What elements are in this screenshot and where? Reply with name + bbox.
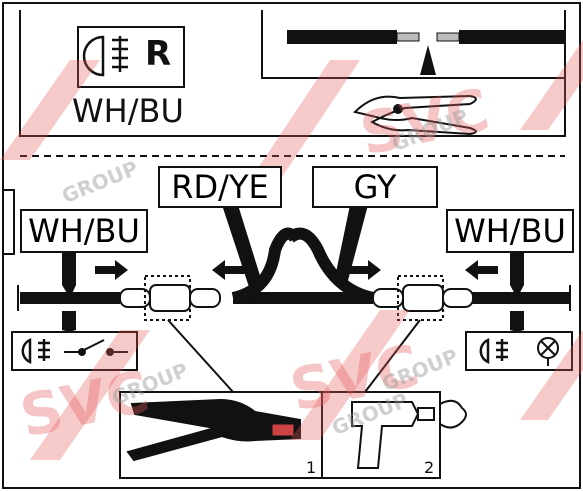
headlight-icon (82, 35, 128, 77)
lamp-symbol-box (465, 331, 573, 371)
tool-step-1: 1 (306, 458, 317, 477)
connector-left (119, 275, 221, 321)
top-symbol-letter: R (145, 34, 172, 74)
wire-cutter-icon (353, 94, 477, 136)
wire-label-left: WH/BU (20, 209, 148, 253)
lamp-icon (537, 337, 559, 366)
branch-label-left: RD/YE (158, 166, 282, 208)
push-arrows (95, 260, 498, 280)
headlight-symbol-box (77, 26, 185, 88)
wire-label-right: WH/BU (446, 209, 574, 253)
connector-right (372, 275, 474, 321)
branch-wires (231, 227, 375, 304)
cut-wire (287, 30, 565, 75)
main-wire (17, 250, 571, 332)
switch-symbol-box (11, 331, 138, 371)
heat-gun-icon (351, 399, 467, 469)
tools-box (119, 391, 467, 479)
top-panel (19, 10, 566, 137)
crimping-tool-icon (126, 398, 301, 462)
top-panel-label: WH/BU (72, 92, 184, 130)
tool-step-2: 2 (424, 458, 435, 477)
switch-icon (64, 339, 128, 356)
branch-label-right: GY (312, 166, 438, 208)
